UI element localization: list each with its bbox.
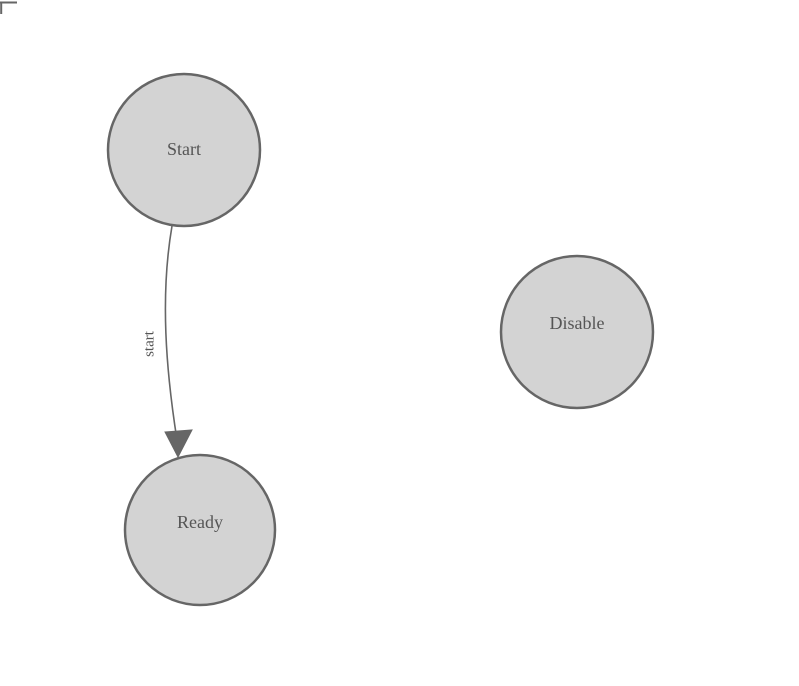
node-ready-label: Ready xyxy=(177,512,223,532)
edge-line xyxy=(164,225,178,441)
top-left-corner-bracket-icon xyxy=(0,1,17,14)
node-disable-label: Disable xyxy=(550,313,605,333)
node-ready-circle xyxy=(123,453,277,607)
node-disable[interactable]: Disable xyxy=(499,254,655,410)
node-start-circle xyxy=(106,72,262,228)
node-start[interactable]: Start xyxy=(106,72,262,228)
edge-arrowhead-icon xyxy=(164,429,193,459)
edge-start-to-ready[interactable]: start xyxy=(141,225,193,459)
node-disable-circle xyxy=(499,254,655,410)
node-ready[interactable]: Ready xyxy=(123,453,277,607)
node-start-label: Start xyxy=(167,139,201,159)
edge-label-start: start xyxy=(141,330,157,357)
